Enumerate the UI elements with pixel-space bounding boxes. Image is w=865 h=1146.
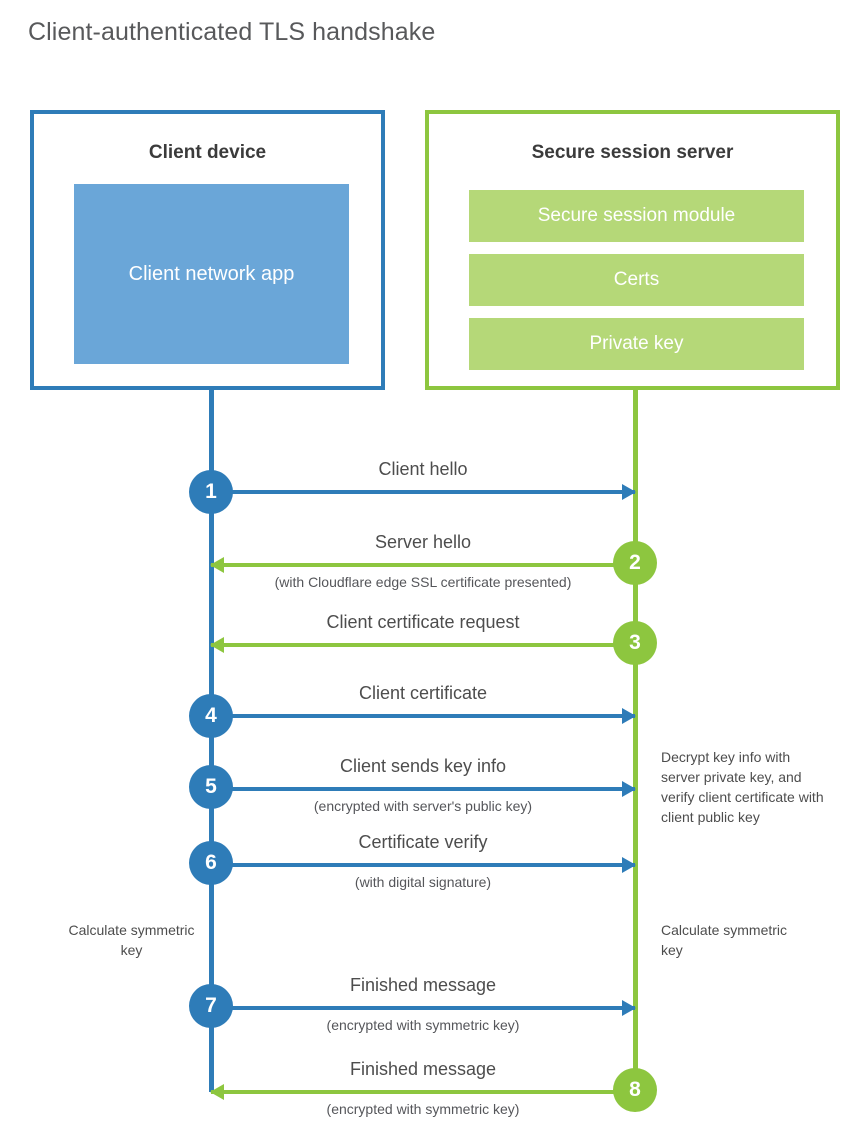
client-network-app-block: Client network app: [74, 184, 349, 364]
arrow-line-5: [211, 781, 636, 797]
arrow-line-6: [211, 857, 636, 873]
arrowhead-left-icon: [210, 637, 224, 653]
message-label-7: Finished message: [349, 975, 497, 995]
arrowhead-right-icon: [622, 857, 636, 873]
annotation-calculate-symmetric-key-server: Calculate symmetric key: [661, 922, 788, 958]
client-device-title: Client device: [148, 142, 267, 163]
message-label-5: Client sends key info: [339, 756, 507, 776]
client-lifeline: [209, 390, 214, 1092]
server-block-certs: Certs: [469, 254, 804, 306]
step-marker-6[interactable]: 6: [189, 841, 233, 885]
arrow-line-4: [211, 708, 636, 724]
arrow-line-3: [210, 637, 635, 653]
arrowhead-right-icon: [622, 708, 636, 724]
annotation-decrypt-key-info: Decrypt key info with server private key…: [661, 749, 824, 825]
arrow-line-2: [210, 557, 635, 573]
server-block-private-key: Private key: [469, 318, 804, 370]
message-sublabel-8: (encrypted with symmetric key): [326, 1101, 520, 1117]
server-block-secure-session-module: Secure session module: [469, 190, 804, 242]
page-title: Client-authenticated TLS handshake: [28, 18, 436, 46]
message-sublabel-2: (with Cloudflare edge SSL certificate pr…: [274, 574, 572, 590]
step-marker-1[interactable]: 1: [189, 470, 233, 514]
message-label-8: Finished message: [349, 1059, 497, 1079]
arrowhead-left-icon: [210, 1084, 224, 1100]
client-device-box: Client device Client network app: [30, 110, 385, 390]
step-marker-8[interactable]: 8: [613, 1068, 657, 1112]
message-label-4: Client certificate: [358, 683, 488, 703]
message-label-3: Client certificate request: [326, 612, 520, 632]
message-sublabel-7: (encrypted with symmetric key): [326, 1017, 520, 1033]
step-marker-7[interactable]: 7: [189, 984, 233, 1028]
message-label-6: Certificate verify: [358, 832, 488, 852]
step-marker-4[interactable]: 4: [189, 694, 233, 738]
arrow-line-7: [211, 1000, 636, 1016]
secure-session-server-box: Secure session server Secure session mod…: [425, 110, 840, 390]
arrowhead-right-icon: [622, 1000, 636, 1016]
message-sublabel-5: (encrypted with server's public key): [313, 798, 533, 814]
step-marker-5[interactable]: 5: [189, 765, 233, 809]
arrow-line-8: [210, 1084, 635, 1100]
arrowhead-left-icon: [210, 557, 224, 573]
arrow-line-1: [211, 484, 636, 500]
message-label-1: Client hello: [378, 459, 468, 479]
secure-session-server-title: Secure session server: [531, 142, 734, 163]
annotation-calculate-symmetric-key-client: Calculate symmetric key: [68, 922, 195, 958]
message-label-2: Server hello: [374, 532, 472, 552]
arrowhead-right-icon: [622, 781, 636, 797]
step-marker-3[interactable]: 3: [613, 621, 657, 665]
message-sublabel-6: (with digital signature): [354, 874, 492, 890]
server-lifeline: [633, 390, 638, 1096]
arrowhead-right-icon: [622, 484, 636, 500]
step-marker-2[interactable]: 2: [613, 541, 657, 585]
